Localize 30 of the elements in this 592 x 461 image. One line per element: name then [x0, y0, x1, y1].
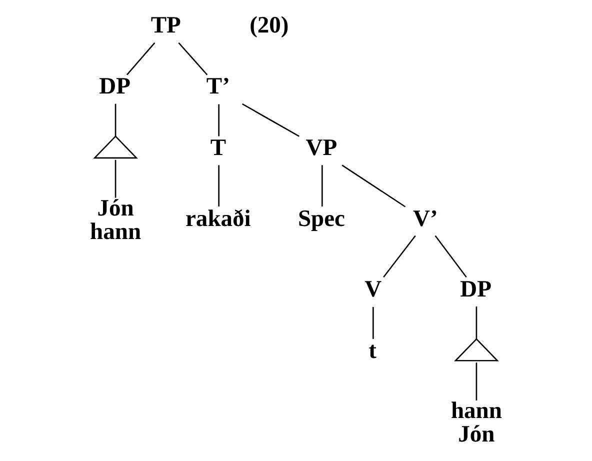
node-triangle: [93, 135, 138, 159]
node-text: VP: [306, 135, 338, 162]
node-text: t: [368, 338, 376, 364]
node-text: TP: [150, 12, 181, 38]
connector: [126, 42, 156, 76]
connector: [383, 235, 416, 278]
node-text: DP: [460, 276, 492, 302]
node-text: V’: [413, 206, 438, 232]
connector: [114, 104, 116, 136]
connector: [218, 165, 220, 206]
node-text: DP: [99, 74, 131, 100]
connector: [476, 362, 478, 400]
node-text: T: [210, 135, 226, 162]
node-text: rakaði: [186, 206, 251, 232]
node-text: Spec: [298, 206, 346, 232]
connector: [372, 306, 374, 339]
connector: [476, 306, 478, 340]
node-text: hann Jón: [450, 398, 502, 448]
node-text: T’: [206, 74, 230, 100]
node-text: Jón hann: [90, 195, 142, 245]
node-triangle: [454, 338, 499, 362]
connector: [434, 235, 467, 278]
connector: [178, 42, 208, 76]
connector: [242, 103, 300, 137]
connector: [342, 164, 406, 208]
connector: [114, 160, 116, 198]
node-text: V: [364, 276, 382, 302]
connector: [218, 104, 220, 136]
label: (20): [250, 12, 289, 38]
connector: [322, 165, 323, 206]
